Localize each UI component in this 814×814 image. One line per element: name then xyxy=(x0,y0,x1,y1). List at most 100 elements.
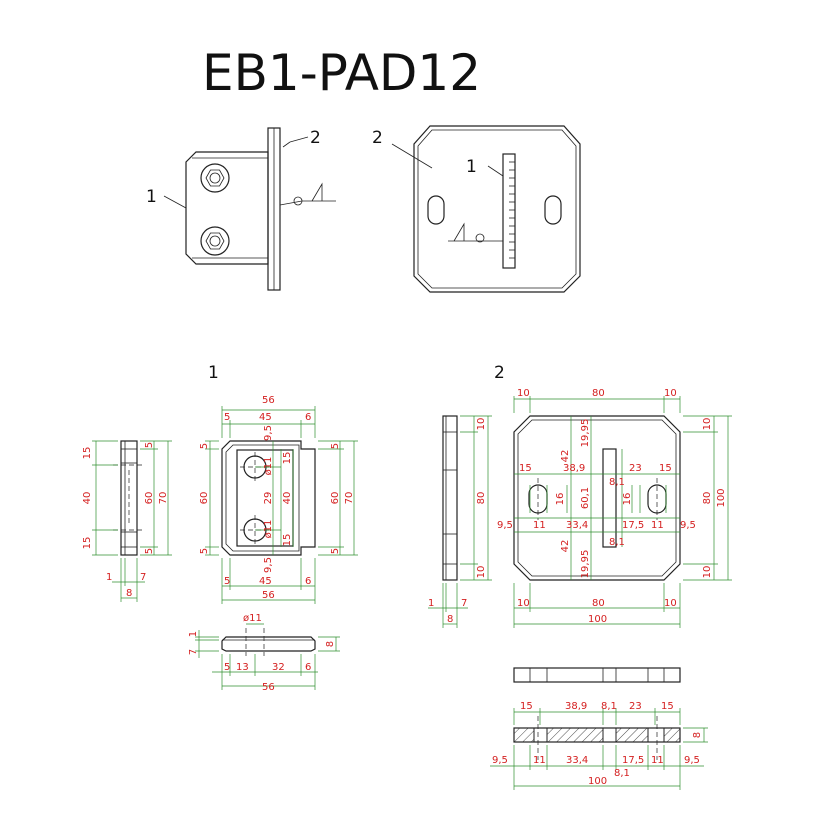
dim-text: 38,9 xyxy=(563,463,585,474)
dim-text: 10 xyxy=(517,388,530,399)
part2-section-view: 15 38,9 8,1 23 15 8 9,5 11 33,4 17,5 11 … xyxy=(490,701,708,790)
dim-text: 19,95 xyxy=(580,550,591,579)
dim-text: 60 xyxy=(144,492,155,505)
dim-text: 56 xyxy=(262,395,275,406)
dim-text: 15 xyxy=(520,701,533,712)
dim-text: 40 xyxy=(282,492,293,505)
dim-text: 8 xyxy=(325,641,336,647)
dim-text: 80 xyxy=(592,388,605,399)
dim-text: 80 xyxy=(702,492,713,505)
dim-text: 17,5 xyxy=(622,520,644,531)
part1-side-view: 15 40 15 5 60 5 70 1 7 8 xyxy=(82,440,172,602)
dim-text: 6 xyxy=(305,662,311,673)
dim-text: 6 xyxy=(305,576,311,587)
part2-side-view: 10 80 10 1 7 8 xyxy=(428,415,492,628)
dim-text: 8,1 xyxy=(609,537,625,548)
dim-text: 8,1 xyxy=(609,477,625,488)
dim-text: 10 xyxy=(476,418,487,431)
dim-text: ø11 xyxy=(263,520,274,539)
dim-text: 56 xyxy=(262,590,275,601)
dim-text: 15 xyxy=(282,452,293,465)
dim-text: 42 xyxy=(560,450,571,463)
dim-text: 80 xyxy=(592,598,605,609)
dim-text: 40 xyxy=(82,492,93,505)
dim-text: 11 xyxy=(533,520,546,531)
dim-text: 9,5 xyxy=(263,425,274,441)
section-label-part-1: 1 xyxy=(208,363,219,383)
dim-text: 45 xyxy=(259,576,272,587)
dim-text: 1 xyxy=(188,631,199,637)
dim-text: 8,1 xyxy=(601,701,617,712)
dim-text: 16 xyxy=(622,493,633,506)
dim-text: 23 xyxy=(629,701,642,712)
dim-text: 33,4 xyxy=(566,755,588,766)
dim-text: 11 xyxy=(651,755,664,766)
dim-text: 32 xyxy=(272,662,285,673)
dim-text: 5 xyxy=(224,576,230,587)
dim-text: 1 xyxy=(428,598,434,609)
dim-text: 60 xyxy=(330,492,341,505)
dim-text: 42 xyxy=(560,540,571,553)
dim-text: 60,1 xyxy=(580,487,591,509)
dim-text: 1 xyxy=(106,572,112,583)
dim-text: 56 xyxy=(262,682,275,693)
dim-text: 13 xyxy=(236,662,249,673)
dim-text: 7 xyxy=(140,572,146,583)
callout-part-2: 2 xyxy=(310,128,321,148)
dim-text: 5 xyxy=(224,662,230,673)
dim-text: 8 xyxy=(126,588,132,599)
dim-text: 10 xyxy=(702,418,713,431)
dim-text: 70 xyxy=(344,492,355,505)
dim-text: 8,1 xyxy=(614,768,630,779)
part1-front-view: 56 5 45 6 9,5 5 60 5 ø11 ø11 15 29 40 15… xyxy=(199,395,358,604)
part2-front-view: 10 80 10 19,95 42 38,9 23 8,1 15 15 16 1… xyxy=(497,388,732,628)
dim-text: 15 xyxy=(659,463,672,474)
dim-text: 100 xyxy=(588,776,607,787)
assembly-side-view: 2 1 xyxy=(146,127,336,291)
dim-text: 5 xyxy=(199,443,210,449)
drawing-title: EB1-PAD12 xyxy=(202,44,481,102)
dim-text: 5 xyxy=(330,548,341,554)
callout-part-1-top: 1 xyxy=(466,157,477,177)
section-label-part-2: 2 xyxy=(494,363,505,383)
dim-text: 5 xyxy=(330,443,341,449)
dim-text: 100 xyxy=(716,488,727,507)
dim-text: 33,4 xyxy=(566,520,588,531)
dim-text: 16 xyxy=(555,493,566,506)
dim-text: 29 xyxy=(263,492,274,505)
dim-text: 80 xyxy=(476,492,487,505)
dim-text: 8 xyxy=(692,732,703,738)
part1-bottom-view: ø11 1 7 8 5 13 32 6 56 xyxy=(188,613,340,693)
dim-text: 23 xyxy=(629,463,642,474)
dim-text: 6 xyxy=(305,412,311,423)
dim-text: 9,5 xyxy=(497,520,513,531)
dim-text: 15 xyxy=(661,701,674,712)
dim-text: 5 xyxy=(224,412,230,423)
dim-text: ø11 xyxy=(243,613,262,624)
dim-text: 15 xyxy=(519,463,532,474)
dim-text: 15 xyxy=(282,534,293,547)
dim-text: 17,5 xyxy=(622,755,644,766)
dim-text: 7 xyxy=(461,598,467,609)
dim-text: 9,5 xyxy=(684,755,700,766)
dim-text: 45 xyxy=(259,412,272,423)
part2-edge-view xyxy=(513,667,681,683)
dim-text: 10 xyxy=(702,566,713,579)
dim-text: 11 xyxy=(533,755,546,766)
dim-text: 60 xyxy=(199,492,210,505)
dim-text: 100 xyxy=(588,614,607,625)
dim-text: ø11 xyxy=(263,457,274,476)
dim-text: 19,95 xyxy=(580,419,591,448)
dim-text: 70 xyxy=(158,492,169,505)
dim-text: 10 xyxy=(517,598,530,609)
dim-text: 10 xyxy=(664,598,677,609)
dim-text: 5 xyxy=(144,548,155,554)
dim-text: 5 xyxy=(144,442,155,448)
callout-part-1: 1 xyxy=(146,187,157,207)
dim-text: 38,9 xyxy=(565,701,587,712)
dim-text: 9,5 xyxy=(680,520,696,531)
dim-text: 10 xyxy=(476,566,487,579)
assembly-front-view: 1 2 xyxy=(372,125,581,293)
dim-text: 11 xyxy=(651,520,664,531)
